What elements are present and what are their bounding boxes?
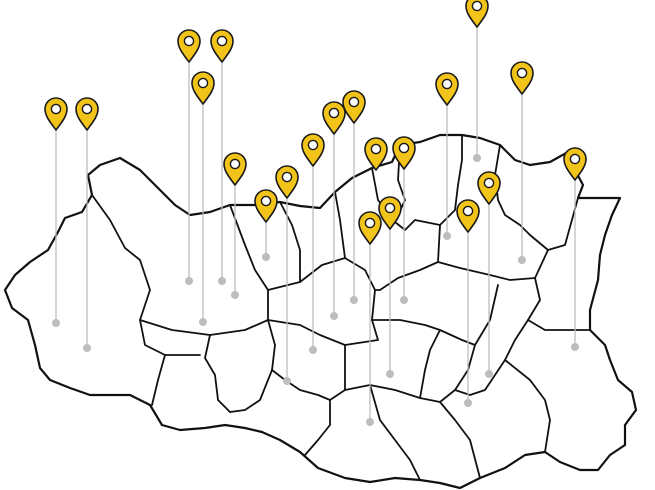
map-pin[interactable] xyxy=(342,90,366,304)
border-north-central xyxy=(279,201,301,283)
pin-anchor-dot xyxy=(464,399,472,407)
pin-anchor-dot xyxy=(262,253,270,261)
map-pin[interactable] xyxy=(456,199,480,407)
map-pin[interactable] xyxy=(177,29,201,285)
border-east5 xyxy=(547,197,579,251)
pin-anchor-dot xyxy=(571,343,579,351)
map-pin-icon xyxy=(44,97,68,131)
map-pin-icon xyxy=(191,71,215,105)
map-outline xyxy=(3,133,638,490)
map-pin[interactable] xyxy=(275,165,299,385)
map-pin-icon xyxy=(177,29,201,63)
map-pin-icon xyxy=(322,101,346,135)
map-pin-icon xyxy=(210,29,234,63)
border-west xyxy=(91,194,201,356)
map-pin[interactable] xyxy=(191,71,215,326)
map-pin[interactable] xyxy=(435,72,459,240)
pin-anchor-dot xyxy=(330,312,338,320)
map-pin-icon xyxy=(364,137,388,171)
pin-anchor-dot xyxy=(185,277,193,285)
map-pin-icon xyxy=(254,189,278,223)
pin-anchor-dot xyxy=(518,256,526,264)
pin-anchor-dot xyxy=(485,370,493,378)
pin-anchor-dot xyxy=(83,344,91,352)
border-east2 xyxy=(439,134,463,226)
map-pin[interactable] xyxy=(301,133,325,354)
map-pin-icon xyxy=(378,196,402,230)
map-pin-icon xyxy=(392,136,416,170)
map-pin-icon xyxy=(563,147,587,181)
map-pin-icon xyxy=(301,133,325,167)
border-se1 xyxy=(467,284,499,371)
pin-anchor-dot xyxy=(218,277,226,285)
map-pin[interactable] xyxy=(364,137,388,171)
map-pin-icon xyxy=(465,0,489,28)
pin-anchor-dot xyxy=(350,296,358,304)
map-pin[interactable] xyxy=(392,136,416,304)
map-pin[interactable] xyxy=(322,101,346,320)
border-east6 xyxy=(527,277,591,331)
border-south3 xyxy=(504,359,551,453)
map-pins xyxy=(44,0,587,426)
map-pin[interactable] xyxy=(254,189,278,261)
pin-anchor-dot xyxy=(386,370,394,378)
pin-anchor-dot xyxy=(473,154,481,162)
map-pin-icon xyxy=(342,90,366,124)
map-pin-icon xyxy=(358,211,382,245)
pin-anchor-dot xyxy=(309,346,317,354)
border-nc2 xyxy=(334,191,346,259)
border-se2 xyxy=(371,319,476,346)
map-pin[interactable] xyxy=(465,0,489,162)
border-south xyxy=(369,384,421,481)
border-south2 xyxy=(439,401,481,479)
map-pin-icon xyxy=(477,171,501,205)
pin-anchor-dot xyxy=(199,318,207,326)
map-pin[interactable] xyxy=(378,196,402,378)
map-pin-icon xyxy=(456,199,480,233)
map-pin[interactable] xyxy=(210,29,234,285)
map-pin[interactable] xyxy=(510,61,534,264)
map-pin[interactable] xyxy=(75,97,99,352)
map-regions xyxy=(3,133,638,490)
border-east4 xyxy=(437,249,549,281)
map-pin[interactable] xyxy=(477,171,501,378)
map-pin[interactable] xyxy=(223,152,247,299)
map-pin[interactable] xyxy=(358,211,382,426)
map-pin-icon xyxy=(510,61,534,95)
pin-anchor-dot xyxy=(366,418,374,426)
border-sw2 xyxy=(204,334,273,413)
map-pin[interactable] xyxy=(563,147,587,351)
border-mid xyxy=(267,319,346,401)
map-pin-icon xyxy=(435,72,459,106)
border-se5 xyxy=(419,329,441,399)
border-ring xyxy=(267,257,379,346)
border-se4 xyxy=(454,319,529,396)
map-pin-icon xyxy=(223,152,247,186)
pin-anchor-dot xyxy=(231,291,239,299)
map-pin-icon xyxy=(275,165,299,199)
map-pin-icon xyxy=(75,97,99,131)
pin-anchor-dot xyxy=(283,377,291,385)
map-pin[interactable] xyxy=(44,97,68,327)
pin-anchor-dot xyxy=(443,232,451,240)
pin-anchor-dot xyxy=(52,319,60,327)
pin-anchor-dot xyxy=(400,296,408,304)
border-sw xyxy=(151,354,166,406)
